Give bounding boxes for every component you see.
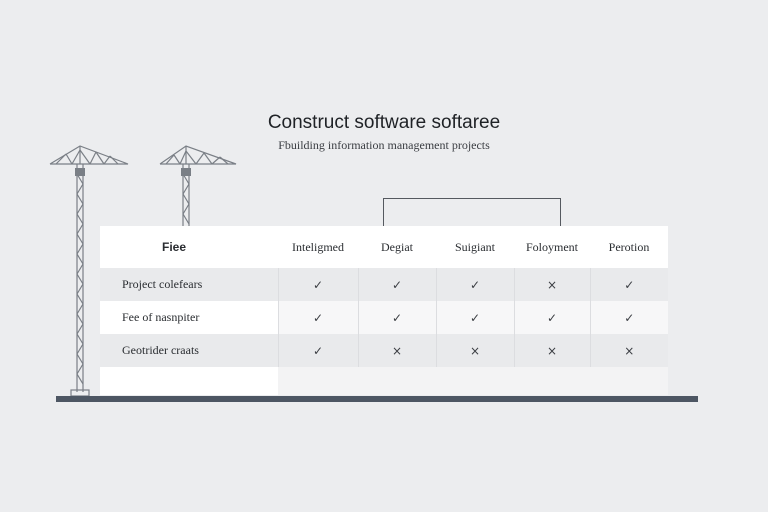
tower-crane-icon — [159, 145, 237, 226]
feature-column-header: Fiee — [162, 240, 187, 254]
table-row: Geotrider craats ✓ × × × × — [100, 334, 668, 367]
cross-icon: × — [513, 334, 590, 367]
check-icon: ✓ — [357, 301, 436, 334]
check-icon: ✓ — [357, 268, 436, 301]
table-row-empty — [100, 367, 668, 395]
check-icon: ✓ — [589, 268, 668, 301]
cross-icon: × — [435, 334, 514, 367]
check-icon: ✓ — [435, 301, 514, 334]
feature-comparison-table: Fiee Inteligmed Degiat Suigiant Foloymen… — [100, 226, 668, 395]
check-icon: ✓ — [277, 334, 358, 367]
column-group-bracket — [383, 198, 561, 226]
column-header: Degiat — [381, 239, 413, 254]
table-row: Project colefears ✓ ✓ ✓ × ✓ — [100, 268, 668, 301]
ground-baseline — [56, 396, 698, 402]
feature-label: Project colefears — [122, 277, 203, 291]
column-header: Inteligmed — [292, 239, 344, 254]
cross-icon: × — [357, 334, 436, 367]
check-icon: ✓ — [277, 268, 358, 301]
table-row: Fee of nasnpiter ✓ ✓ ✓ ✓ ✓ — [100, 301, 668, 334]
table-header-row: Fiee Inteligmed Degiat Suigiant Foloymen… — [100, 226, 668, 268]
empty-cell — [278, 367, 668, 395]
tower-crane-icon — [49, 145, 129, 397]
empty-cell — [100, 367, 278, 395]
check-icon: ✓ — [513, 301, 590, 334]
check-icon: ✓ — [435, 268, 514, 301]
cross-icon: × — [589, 334, 668, 367]
cross-icon: × — [513, 268, 590, 301]
column-header: Perotion — [608, 239, 650, 254]
column-header: Foloyment — [525, 239, 578, 254]
feature-label: Geotrider craats — [122, 343, 199, 357]
page-title: Construct software softaree — [267, 112, 501, 133]
column-header: Suigiant — [454, 239, 495, 254]
page-subtitle: Fbuilding information management project… — [278, 138, 490, 152]
feature-label: Fee of nasnpiter — [100, 301, 278, 334]
check-icon: ✓ — [277, 301, 358, 334]
check-icon: ✓ — [589, 301, 668, 334]
